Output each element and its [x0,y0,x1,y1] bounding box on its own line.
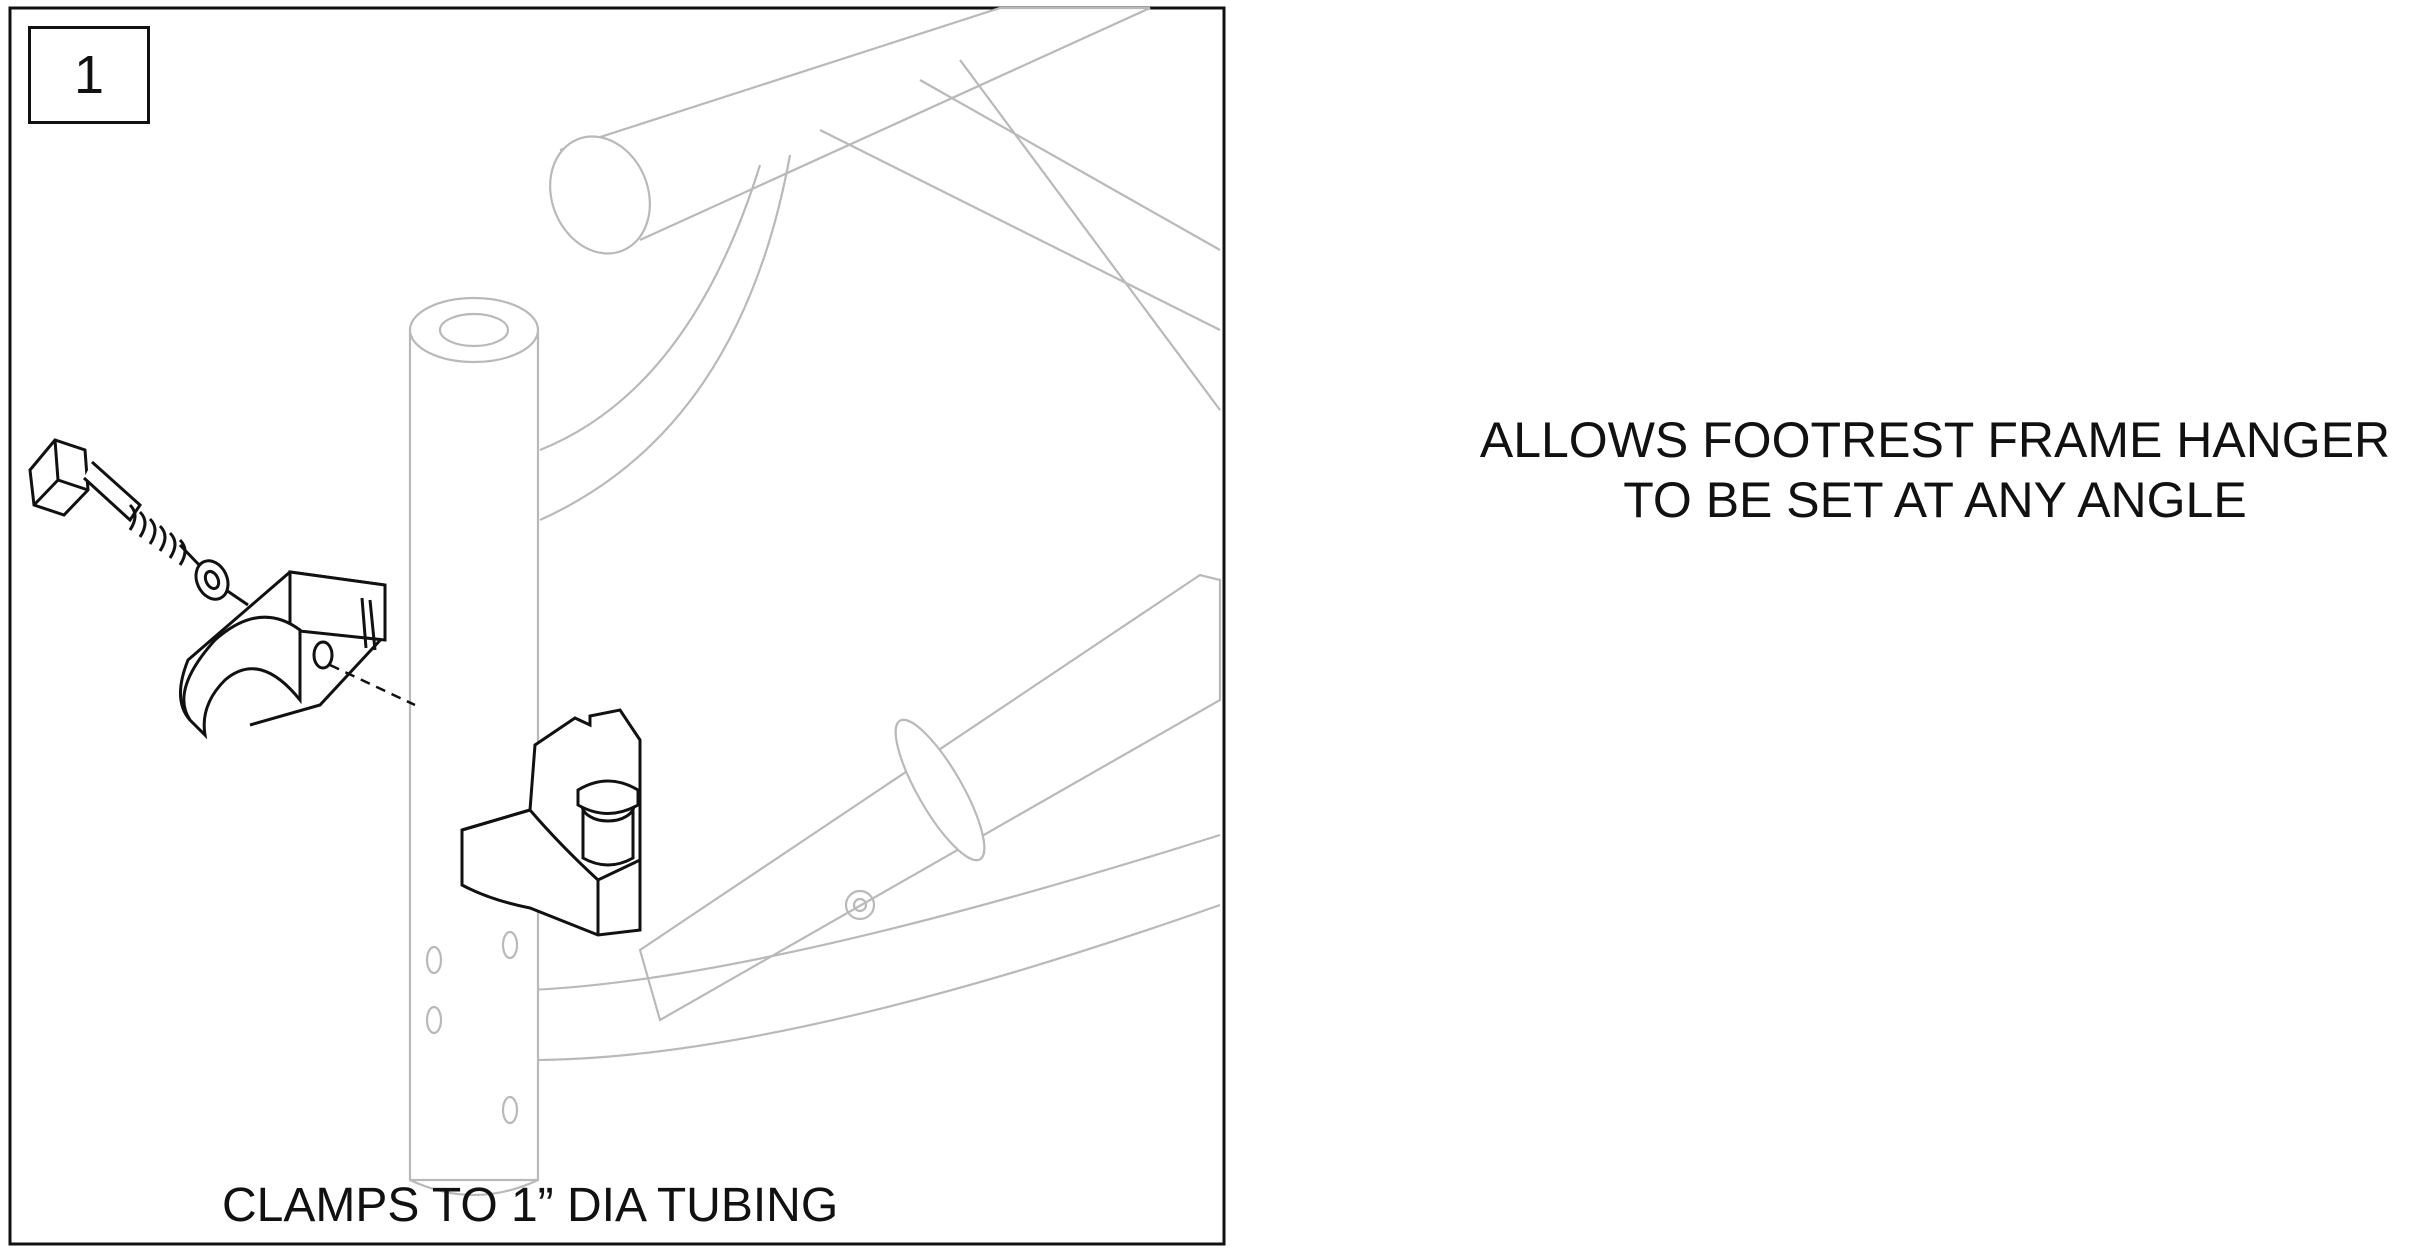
right-caption-line-1: ALLOWS FOOTREST FRAME HANGER [1440,410,2427,470]
clamp-hardware [28,438,642,937]
right-caption-line-2: TO BE SET AT ANY ANGLE [1440,470,2427,530]
mounting-bracket [460,708,642,937]
wheelchair-frame-faint [408,6,1222,1197]
tube-clamp [178,570,387,740]
right-caption-text: ALLOWS FOOTREST FRAME HANGER TO BE SET A… [1440,410,2427,530]
left-panel-border [8,6,1226,1246]
left-panel [8,6,1226,1246]
step-number: 1 [28,26,150,124]
washer [194,559,230,601]
left-caption: CLAMPS TO 1” DIA TUBING [222,1179,839,1232]
bolt [28,438,204,570]
